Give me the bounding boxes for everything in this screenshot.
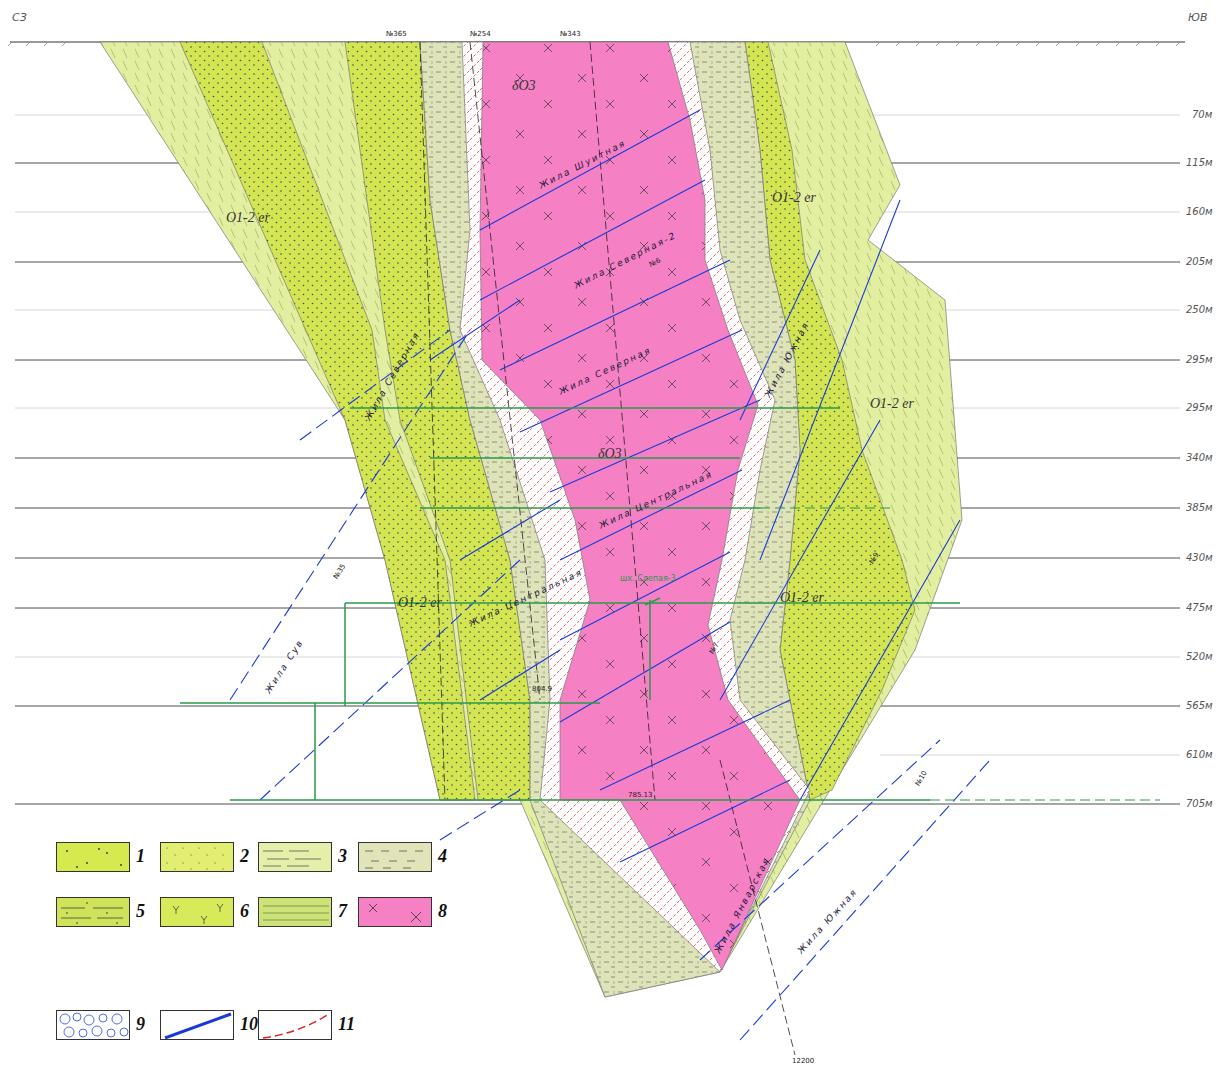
depth-label: 430м	[1186, 552, 1213, 563]
legend-number: 7	[338, 902, 347, 922]
legend-swatch	[258, 1010, 332, 1040]
direction-label: ЮВ	[1188, 12, 1207, 24]
vein-label: Жила Южная	[796, 887, 860, 956]
depth-label: 520м	[1186, 651, 1213, 662]
rock-label: O1-2 er	[226, 210, 270, 225]
depth-label: 115м	[1186, 157, 1213, 168]
legend-number: 6	[240, 902, 249, 922]
legend-swatch	[160, 897, 234, 927]
depth-label: 70м	[1192, 109, 1212, 120]
rock-label: O1-2 er	[780, 590, 824, 605]
depth-label: 160м	[1186, 206, 1213, 217]
borehole-label: №365	[386, 31, 407, 39]
legend-swatch	[160, 842, 234, 872]
depth-label: 610м	[1186, 749, 1213, 760]
rock-label: δO3	[512, 78, 536, 93]
rock-label: O1-2 er	[398, 595, 442, 610]
rock-label: δO3	[598, 446, 622, 461]
legend-swatch	[56, 897, 130, 927]
vein-label: Жила Сув	[264, 638, 306, 696]
depth-label: 340м	[1186, 452, 1213, 463]
depth-label: 385м	[1186, 502, 1213, 513]
depth-label: 295м	[1186, 354, 1213, 365]
depth-label: 475м	[1186, 602, 1213, 613]
legend-swatch	[160, 1010, 234, 1040]
depth-label: 250м	[1186, 304, 1213, 315]
legend-number: 5	[136, 902, 145, 922]
legend-number: 10	[240, 1015, 258, 1035]
legend-swatch	[358, 842, 432, 872]
legend-number: 2	[240, 847, 249, 867]
legend-swatch	[258, 897, 332, 927]
depth-label: 295м	[1186, 402, 1213, 413]
annotation: №35	[333, 563, 348, 581]
rock-label: O1-2 er	[870, 396, 914, 411]
annotation: №10	[915, 770, 930, 788]
annotation: 785.13	[628, 792, 653, 800]
legend-swatch	[56, 1010, 130, 1040]
depth-label: 205м	[1186, 256, 1213, 267]
legend-number: 1	[136, 847, 145, 867]
legend-number: 11	[338, 1015, 355, 1035]
legend-number: 9	[136, 1015, 145, 1035]
legend-number: 3	[338, 847, 347, 867]
legend-swatch	[358, 897, 432, 927]
working-label: шх. Слепая-3	[620, 575, 676, 584]
depth-label: 565м	[1186, 700, 1213, 711]
rock-label: O1-2 er	[772, 190, 816, 205]
legend-number: 8	[438, 902, 447, 922]
borehole-label: №343	[560, 31, 581, 39]
direction-label: СЗ	[12, 12, 27, 24]
legend-swatch	[258, 842, 332, 872]
borehole-label: №254	[470, 31, 491, 39]
depth-label: 705м	[1186, 798, 1213, 809]
annotation: 12200	[792, 1058, 814, 1066]
legend-number: 4	[438, 847, 447, 867]
legend-swatch	[56, 842, 130, 872]
annotation: 804.9	[532, 686, 552, 694]
